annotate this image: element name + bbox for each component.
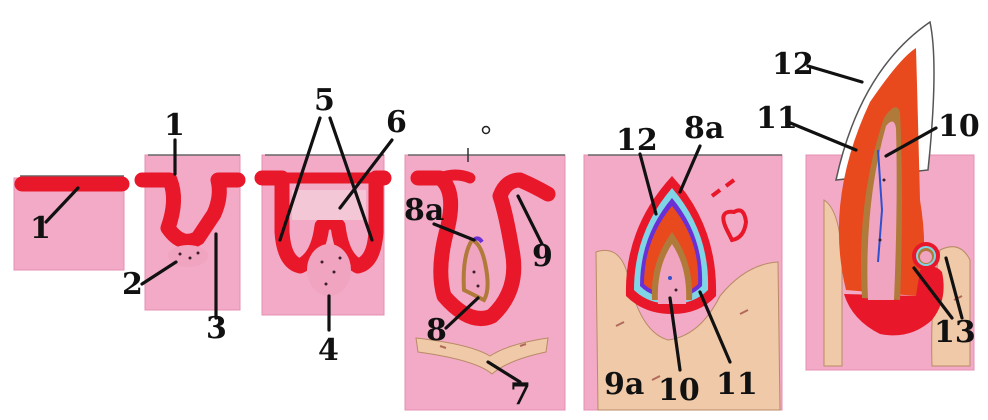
stage-3-dental-papilla	[307, 244, 351, 296]
stage-6-label-10: 10	[938, 109, 980, 144]
stage-5-label-10: 10	[658, 373, 700, 408]
stage-5-label-11: 11	[716, 367, 758, 402]
stage-5-vessel	[668, 276, 672, 280]
stage-6-label-12: 12	[772, 47, 814, 82]
stage-4-label-9: 9	[532, 239, 553, 274]
stage-3-label-4: 4	[318, 333, 339, 368]
stage-4-mark-dot	[483, 127, 490, 134]
stage-2-label-1: 1	[164, 108, 185, 143]
stage-2-panel: 1 2 3	[122, 108, 240, 346]
stage-6-cell	[879, 239, 882, 242]
stage-5-cell	[675, 289, 678, 292]
stage-4-panel: 8a 9 8 7	[404, 127, 565, 413]
stage-4-label-7: 7	[510, 377, 531, 412]
stage-3-cell	[325, 283, 328, 286]
stage-3-label-5: 5	[314, 83, 335, 118]
stage-6-successor-pulp	[920, 251, 932, 263]
stage-5-label-12: 12	[616, 123, 658, 158]
stage-6-label-11: 11	[756, 101, 798, 136]
stage-5-label-8a: 8a	[684, 111, 724, 146]
stage-1-label-1: 1	[30, 211, 51, 246]
stage-4-label-8a: 8a	[404, 193, 444, 228]
stage-3-cell	[339, 257, 342, 260]
stage-3-cell	[321, 261, 324, 264]
stage-4-label-8: 8	[426, 313, 447, 348]
stage-2-cell	[197, 252, 200, 255]
stage-6-label-13: 13	[934, 315, 976, 350]
stage-4-top-band	[440, 175, 470, 178]
stage-6-cell	[883, 179, 886, 182]
stage-2-cell	[179, 253, 182, 256]
stage-6-panel: 12 11 10 13	[756, 22, 980, 370]
stage-2-cell	[189, 257, 192, 260]
stage-5-panel: 12 8a 9a 10 11	[584, 111, 782, 410]
stage-4-cell	[473, 271, 476, 274]
stage-4-cell	[477, 285, 480, 288]
stage-2-label-2: 2	[122, 267, 143, 302]
stage-2-label-3: 3	[206, 311, 227, 346]
stage-6-leader-12	[808, 66, 862, 82]
stage-3-label-6: 6	[386, 105, 407, 140]
stage-5-label-9a: 9a	[604, 367, 644, 402]
stage-3-cell	[333, 271, 336, 274]
stage-1-panel: 1	[14, 176, 124, 270]
stage-6-leader-11	[788, 122, 856, 150]
stage-3-panel: 5 6 4	[262, 83, 407, 368]
